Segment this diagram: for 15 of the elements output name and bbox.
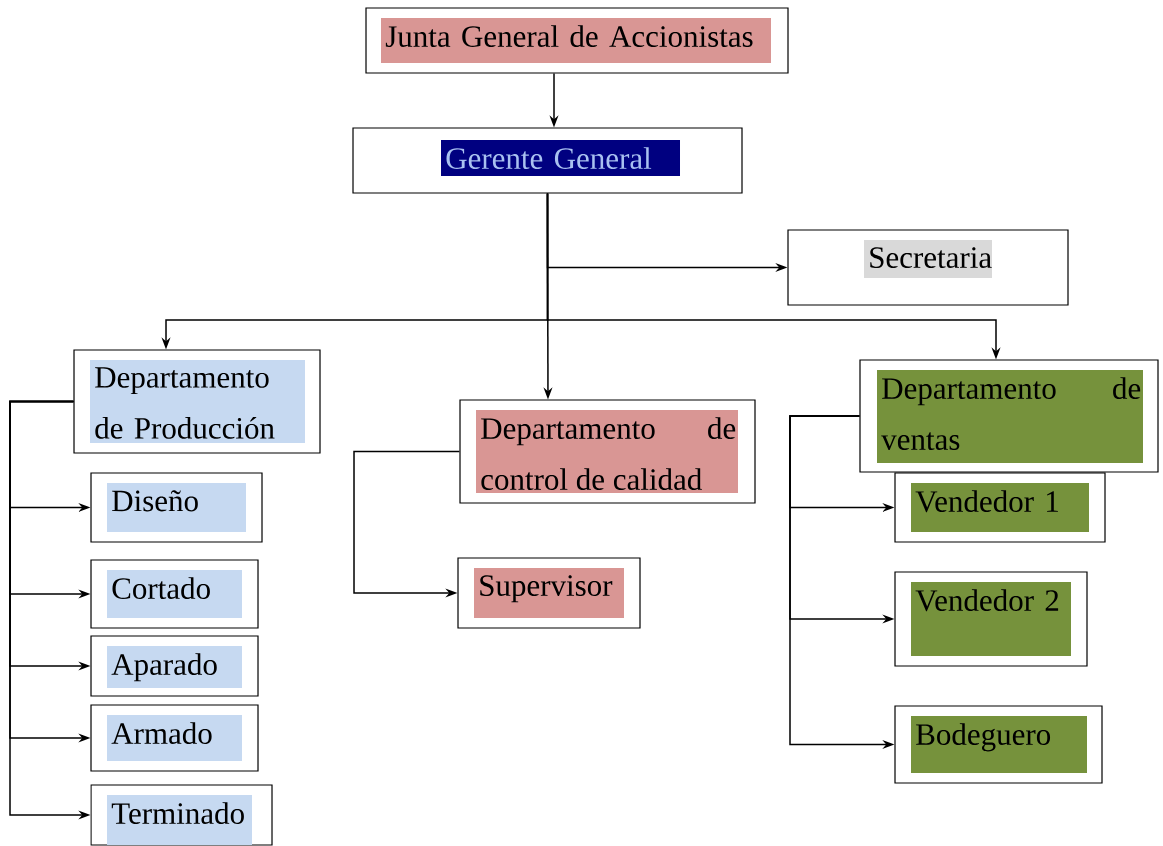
org-box: Cortado: [90, 559, 259, 629]
org-box: Vendedor 2: [894, 571, 1088, 667]
org-box: Gerente General: [352, 127, 743, 194]
org-box: Junta General de Accionistas: [365, 7, 789, 74]
org-box: Bodeguero: [894, 705, 1103, 784]
org-box: Armado: [90, 704, 259, 772]
org-box: Terminado: [90, 784, 273, 846]
org-box: Departamento de ventas: [859, 359, 1159, 473]
org-box: Secretaria: [787, 229, 1069, 306]
org-box: Supervisor: [457, 557, 641, 629]
org-box: Aparado: [90, 635, 259, 697]
org-box: Diseño: [90, 472, 263, 543]
org-box: Vendedor 1: [894, 472, 1106, 543]
org-box: Departamento de control de calidad: [459, 399, 756, 504]
org-box: Departamento de Producción: [73, 349, 321, 454]
